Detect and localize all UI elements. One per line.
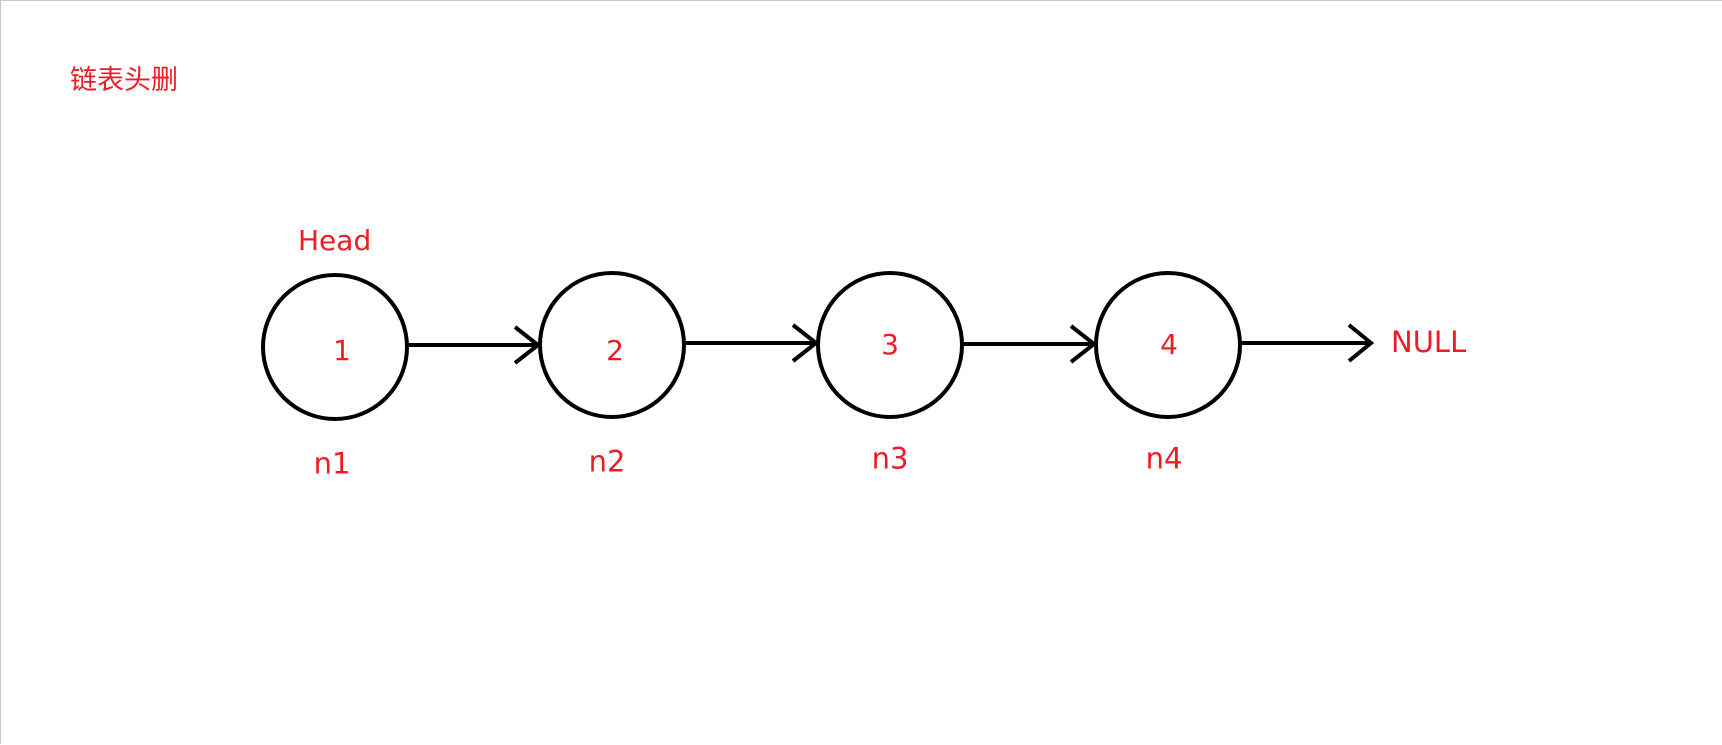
node-1-value: 1 [333, 334, 351, 367]
arrow-n4-to-null [1240, 323, 1375, 363]
null-label: NULL [1391, 325, 1467, 359]
node-2-value: 2 [606, 334, 624, 367]
diagram-title: 链表头删 [70, 65, 178, 96]
arrow-n3-to-n4 [962, 324, 1098, 364]
node-4-name: n4 [1145, 441, 1183, 476]
arrow-n2-to-n3 [684, 323, 820, 363]
node-4-value: 4 [1160, 328, 1178, 361]
node-3-name: n3 [871, 441, 909, 476]
node-3-value: 3 [881, 328, 899, 361]
node-1-name: n1 [313, 446, 351, 481]
arrow-n1-to-n2 [407, 325, 542, 365]
node-2-name: n2 [588, 444, 626, 479]
head-label: Head [298, 224, 372, 257]
